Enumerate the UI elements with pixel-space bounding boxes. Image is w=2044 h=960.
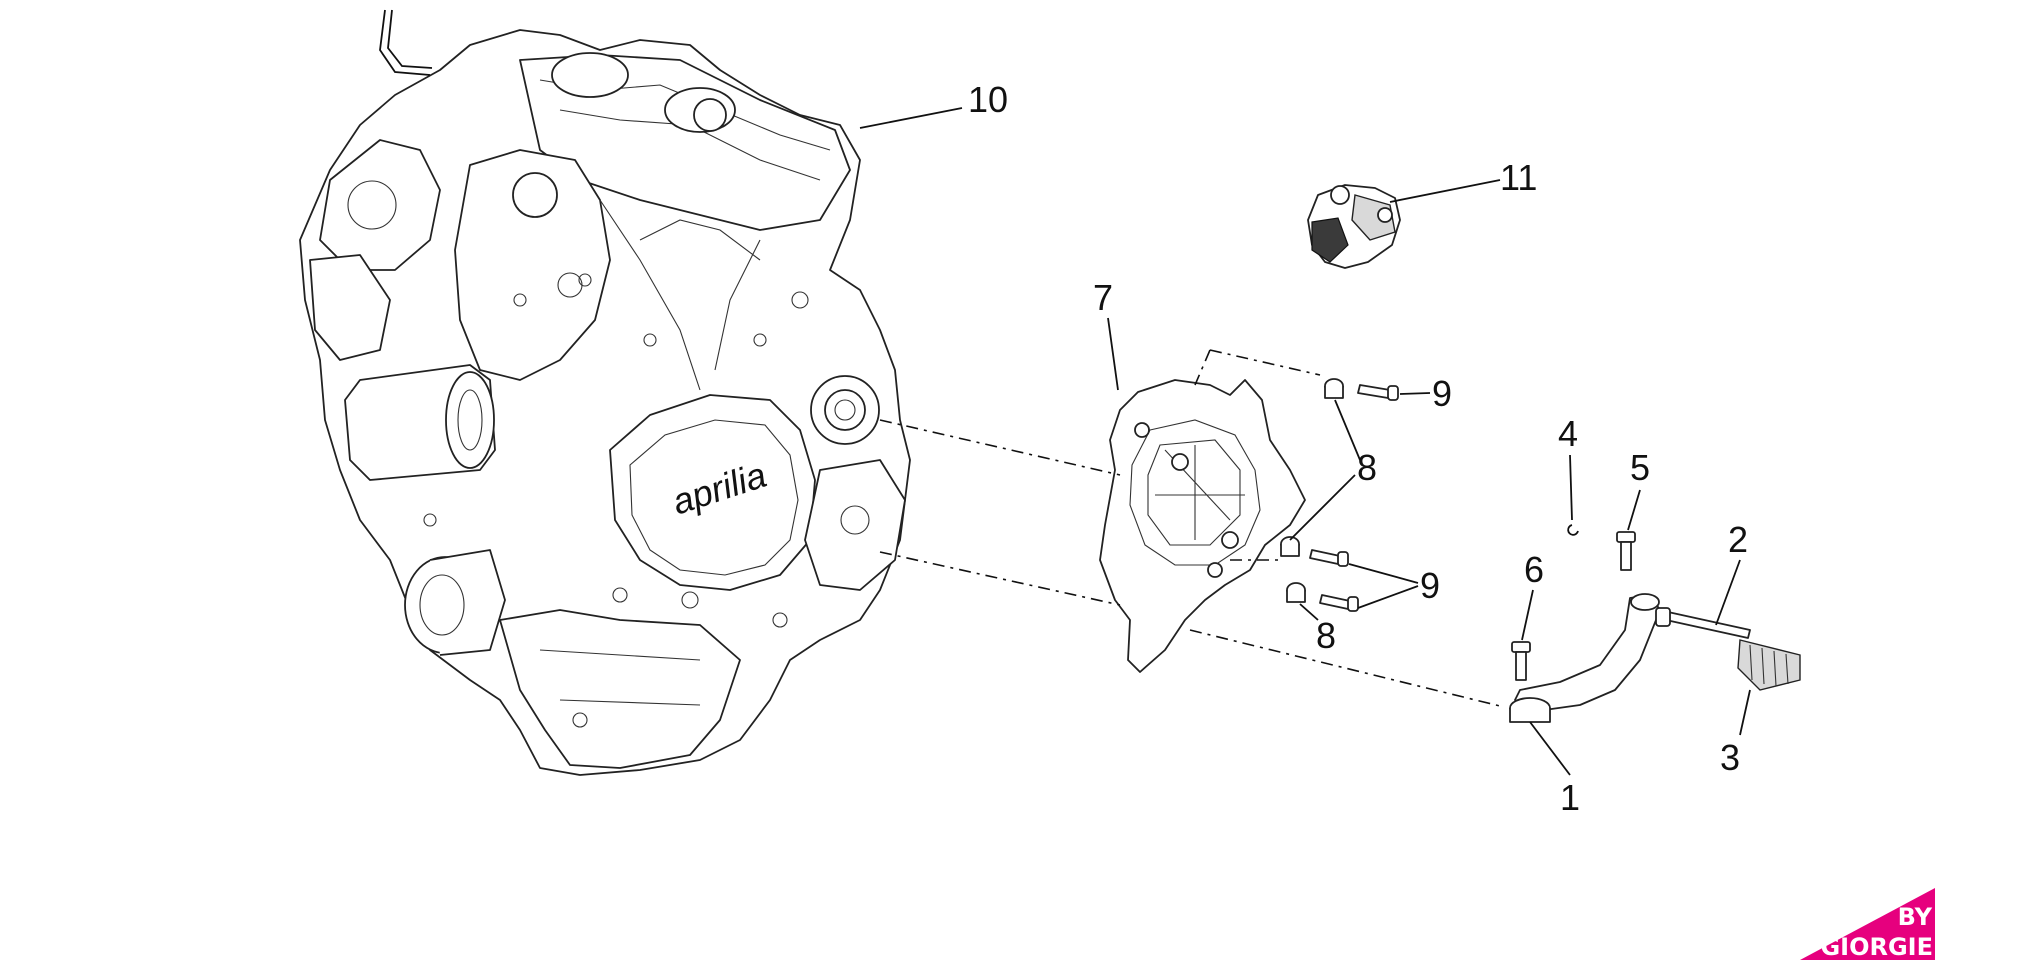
callout-10: 10 xyxy=(968,79,1008,120)
brand-line-2: GIORGIE xyxy=(1820,933,1933,960)
callout-8-lower: 8 xyxy=(1316,615,1336,656)
callout-1: 1 xyxy=(1560,777,1580,818)
spacer-upper xyxy=(1324,378,1344,399)
brand-watermark: BY GIORGIE xyxy=(1800,888,1935,960)
sprocket-cover xyxy=(1099,379,1306,673)
spacer-middle xyxy=(1280,536,1300,557)
footpeg-rubber xyxy=(1737,639,1801,691)
screw-6 xyxy=(1511,641,1531,681)
callout-labels: 10 11 7 9 8 9 8 4 5 6 2 3 1 xyxy=(968,79,1748,818)
sensor-part xyxy=(1307,184,1401,269)
brand-triangle xyxy=(1800,888,1935,960)
callout-3: 3 xyxy=(1720,737,1740,778)
callout-9-lower: 9 xyxy=(1420,565,1440,606)
bolt-upper xyxy=(1357,384,1399,401)
assembly-lines xyxy=(879,349,1501,707)
callout-5: 5 xyxy=(1630,447,1650,488)
spacer-lower xyxy=(1286,582,1306,603)
gear-lever xyxy=(1509,593,1661,723)
brand-line-1: BY xyxy=(1898,903,1933,931)
callout-11: 11 xyxy=(1500,157,1537,198)
bolt-middle xyxy=(1309,549,1349,567)
callout-8-upper: 8 xyxy=(1357,447,1377,488)
bolt-lower xyxy=(1319,594,1359,612)
callout-7: 7 xyxy=(1093,277,1113,318)
pivot-pin xyxy=(1655,607,1751,639)
callout-9-upper: 9 xyxy=(1432,373,1452,414)
circlip xyxy=(1567,524,1579,536)
callout-6: 6 xyxy=(1524,549,1544,590)
engine-assembly: aprilia xyxy=(299,9,911,776)
callout-2: 2 xyxy=(1728,519,1748,560)
callout-4: 4 xyxy=(1558,413,1578,454)
leader-lines xyxy=(859,107,1751,776)
screw-5 xyxy=(1616,531,1636,571)
